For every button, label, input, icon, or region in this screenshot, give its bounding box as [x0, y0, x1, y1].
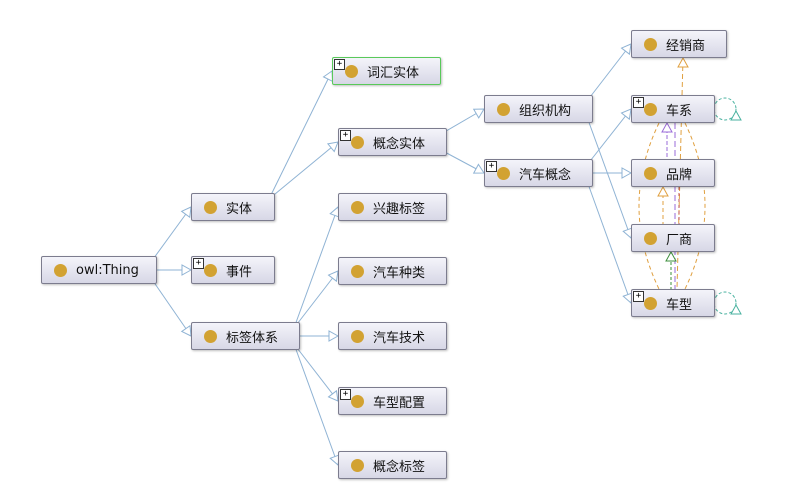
node-label: 组织机构 [519, 103, 572, 119]
node-jingxiaoshang[interactable]: 经销商 [631, 30, 727, 58]
node-qiche-gainian[interactable]: + 汽车概念 [484, 159, 593, 187]
expand-icon[interactable]: + [193, 258, 204, 269]
arrowhead-icon [677, 56, 689, 68]
class-dot-icon [351, 458, 364, 472]
edge-qcgn-chexing [586, 180, 632, 304]
node-changshang[interactable]: 厂商 [631, 224, 715, 252]
class-dot-icon [204, 263, 217, 277]
node-qiche-jishu[interactable]: 汽车技术 [338, 322, 447, 350]
arrowhead-icon [730, 109, 742, 121]
node-chexing[interactable]: + 车型 [631, 289, 715, 317]
node-chexing-peizhi[interactable]: + 车型配置 [338, 387, 447, 415]
class-dot-icon [351, 394, 364, 408]
node-pinpai[interactable]: 品牌 [631, 159, 715, 187]
node-label: 词汇实体 [367, 65, 420, 81]
arrowhead-icon [665, 250, 677, 262]
node-shiti[interactable]: 实体 [191, 193, 275, 221]
node-label: 车型配置 [373, 395, 426, 411]
node-label: 实体 [226, 201, 253, 217]
relation-arc [684, 122, 706, 290]
node-label: 经销商 [666, 38, 706, 54]
node-label: 车型 [666, 297, 693, 313]
arrowhead-icon [181, 264, 193, 276]
relation-arc [638, 122, 660, 290]
class-dot-icon [204, 329, 217, 343]
class-dot-icon [345, 64, 358, 78]
class-dot-icon [351, 264, 364, 278]
node-label: 兴趣标签 [373, 201, 426, 217]
expand-icon[interactable]: + [340, 389, 351, 400]
node-biaoqian-tixi[interactable]: 标签体系 [191, 322, 300, 350]
node-label: 事件 [226, 264, 253, 280]
edge-zuzhi-jxs [586, 43, 632, 102]
edge-biaoqian-qczl [293, 270, 339, 329]
self-loop-chexi [713, 97, 737, 121]
node-gainian-biaoqian[interactable]: 概念标签 [338, 451, 447, 479]
node-shijian[interactable]: + 事件 [191, 256, 275, 284]
node-label: 车系 [666, 103, 693, 119]
class-dot-icon [644, 296, 657, 310]
arrowhead-icon [620, 108, 632, 121]
node-label: 品牌 [666, 167, 693, 183]
node-chexi[interactable]: + 车系 [631, 95, 715, 123]
arrowhead-icon [620, 43, 632, 56]
node-label: 概念标签 [373, 459, 426, 475]
arrowhead-icon [327, 389, 339, 402]
edge-owl-biaoqian [150, 277, 192, 337]
node-label: 标签体系 [226, 330, 279, 346]
edge-owl-shiti [150, 206, 192, 263]
edge-zuzhi-changshang [586, 116, 632, 239]
expand-icon[interactable]: + [633, 291, 644, 302]
arrowhead-icon [326, 141, 339, 153]
expand-icon[interactable]: + [334, 59, 345, 70]
expand-icon[interactable]: + [633, 97, 644, 108]
arrowhead-icon [730, 303, 742, 315]
class-dot-icon [497, 166, 510, 180]
node-gainian-shiti[interactable]: + 概念实体 [338, 128, 447, 156]
class-dot-icon [351, 200, 364, 214]
node-cihui-shiti[interactable]: + 词汇实体 [332, 57, 441, 85]
arrowhead-icon [180, 206, 192, 219]
node-label: 汽车概念 [519, 167, 572, 183]
class-dot-icon [54, 263, 67, 277]
class-dot-icon [204, 200, 217, 214]
node-qiche-zhonglei[interactable]: 汽车种类 [338, 257, 447, 285]
arrowhead-icon [661, 121, 673, 133]
edge-shiti-gainian [268, 141, 339, 200]
edge-biaoqian-gnbq [293, 343, 339, 466]
node-label: 汽车技术 [373, 330, 426, 346]
expand-icon[interactable]: + [340, 130, 351, 141]
edge-biaoqian-xingqu [293, 206, 339, 329]
node-label: 厂商 [666, 232, 693, 248]
node-label: owl:Thing [76, 262, 139, 278]
node-owl-thing[interactable]: owl:Thing [41, 256, 157, 284]
arrowhead-icon [472, 163, 485, 174]
class-dot-icon [644, 37, 657, 51]
node-label: 概念实体 [373, 136, 426, 152]
class-dot-icon [497, 102, 510, 116]
edge-biaoqian-cxpz [293, 343, 339, 402]
arrowhead-icon [180, 324, 192, 337]
class-dot-icon [644, 231, 657, 245]
arrowhead-icon [621, 167, 633, 179]
arrowhead-icon [328, 330, 340, 342]
edge-qcgn-chexi [586, 108, 632, 166]
class-dot-icon [644, 102, 657, 116]
node-zuzhi-jigou[interactable]: 组织机构 [484, 95, 593, 123]
node-label: 汽车种类 [373, 265, 426, 281]
class-dot-icon [351, 135, 364, 149]
arrowhead-icon [657, 185, 669, 197]
class-dot-icon [351, 329, 364, 343]
class-dot-icon [644, 166, 657, 180]
arrowhead-icon [472, 108, 485, 119]
self-loop-chexing [713, 291, 737, 315]
arrowhead-icon [327, 270, 339, 283]
node-xingqu-biaoqian[interactable]: 兴趣标签 [338, 193, 447, 221]
expand-icon[interactable]: + [486, 161, 497, 172]
edge-shiti-cihui [268, 70, 333, 200]
